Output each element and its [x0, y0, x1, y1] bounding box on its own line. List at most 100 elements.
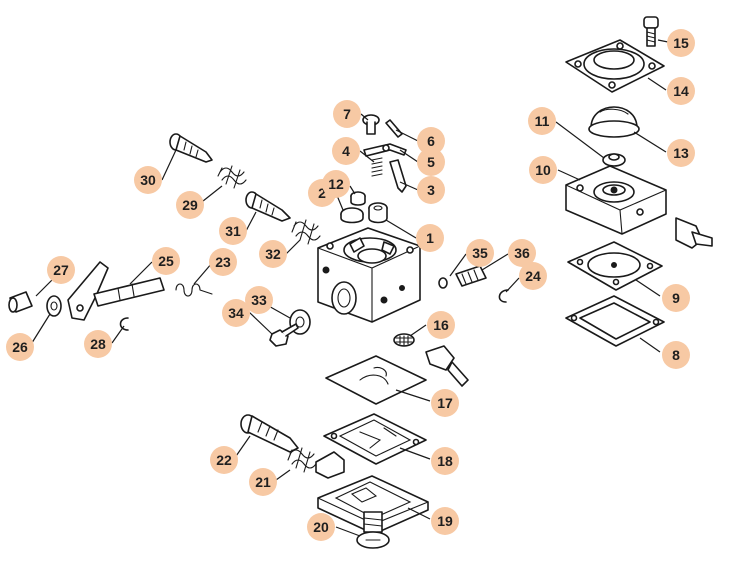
callout-label: 7: [343, 106, 351, 122]
part-13-primer-bulb: [588, 106, 640, 138]
callout-label: 9: [672, 290, 680, 306]
callout-3: 3: [417, 176, 445, 204]
callout-label: 34: [228, 305, 244, 321]
part-2-plug: [340, 207, 364, 224]
carburetor-body: [317, 227, 421, 323]
callout-34: 34: [222, 299, 250, 327]
callout-label: 4: [342, 143, 350, 159]
callout-label: 27: [53, 262, 69, 278]
callout-label: 20: [313, 519, 329, 535]
callout-label: 30: [140, 172, 156, 188]
part-1-bushing: [368, 202, 388, 224]
callout-label: 25: [158, 253, 174, 269]
callout-label: 16: [433, 317, 449, 333]
callout-label: 14: [673, 83, 689, 99]
part-26-washer: [46, 295, 62, 317]
callout-5: 5: [417, 148, 445, 176]
part-10-pump-housing: [565, 165, 713, 249]
callout-label: 1: [426, 230, 434, 246]
part-11-valve: [602, 153, 626, 167]
callout-22: 22: [210, 446, 238, 474]
callout-4: 4: [332, 137, 360, 165]
callout-label: 15: [673, 35, 689, 51]
callout-label: 32: [265, 246, 281, 262]
part-36-spring: [455, 265, 487, 287]
callout-label: 35: [472, 245, 488, 261]
callout-1: 1: [416, 224, 444, 252]
callout-6: 6: [417, 127, 445, 155]
part-12-cap: [350, 191, 366, 206]
part-34-screw: [269, 323, 299, 347]
callout-label: 12: [328, 176, 344, 192]
part-18-gasket: [323, 413, 427, 465]
callout-label: 26: [12, 339, 28, 355]
callout-label: 8: [672, 347, 680, 363]
callout-14: 14: [667, 77, 695, 105]
part-14-pump-cover: [565, 39, 665, 93]
part-24-clip: [498, 289, 509, 303]
callout-17: 17: [431, 389, 459, 417]
callout-label: 17: [437, 395, 453, 411]
part-fitting: [425, 345, 469, 387]
callout-11: 11: [528, 107, 556, 135]
part-25-throttle-lever: [67, 261, 165, 321]
callout-label: 18: [437, 453, 453, 469]
part-19-metering-cover: [315, 451, 429, 535]
callout-18: 18: [431, 447, 459, 475]
part-3-needle: [389, 159, 407, 193]
part-7-screw: [362, 114, 380, 135]
callout-24: 24: [519, 262, 547, 290]
callout-label: 29: [182, 197, 198, 213]
part-31-screw: [245, 191, 291, 222]
callout-label: 19: [437, 513, 453, 529]
callout-label: 24: [525, 268, 541, 284]
part-16-screen: [393, 333, 415, 347]
callout-26: 26: [6, 333, 34, 361]
part-35-o-ring: [438, 277, 448, 289]
callout-27: 27: [47, 256, 75, 284]
part-30-screw: [169, 133, 213, 163]
callout-15: 15: [667, 29, 695, 57]
part-9-diaphragm: [567, 241, 663, 291]
callout-35: 35: [466, 239, 494, 267]
callout-30: 30: [134, 166, 162, 194]
part-15-screw: [643, 16, 659, 47]
callout-23: 23: [209, 248, 237, 276]
part-28-clip: [119, 317, 129, 331]
callout-33: 33: [245, 286, 273, 314]
part-20-screw: [356, 511, 390, 549]
callout-31: 31: [219, 217, 247, 245]
callout-20: 20: [307, 513, 335, 541]
callout-21: 21: [249, 468, 277, 496]
callout-12: 12: [322, 170, 350, 198]
part-23-spring: [175, 283, 213, 297]
part-32-spring: [291, 219, 321, 245]
callout-label: 28: [90, 336, 106, 352]
callout-8: 8: [662, 341, 690, 369]
part-6-pin: [385, 119, 403, 138]
callout-label: 11: [535, 113, 550, 129]
part-27-pin: [8, 291, 33, 313]
callout-label: 31: [225, 223, 241, 239]
part-4-spring: [371, 157, 383, 177]
callout-36: 36: [508, 239, 536, 267]
callout-28: 28: [84, 330, 112, 358]
part-29-spring: [217, 165, 247, 189]
callout-10: 10: [529, 156, 557, 184]
part-8-gasket: [565, 295, 665, 347]
callout-label: 33: [251, 292, 267, 308]
callout-label: 36: [514, 245, 530, 261]
leader-lines: [29, 39, 669, 537]
callout-label: 2: [318, 185, 326, 201]
callout-16: 16: [427, 311, 455, 339]
callout-label: 10: [535, 162, 551, 178]
part-17-gasket: [325, 355, 427, 405]
part-5-lever: [363, 143, 407, 157]
callout-25: 25: [152, 247, 180, 275]
callout-19: 19: [431, 507, 459, 535]
callout-label: 21: [255, 474, 271, 490]
part-21-spring: [287, 447, 317, 473]
callout-label: 6: [427, 133, 435, 149]
callout-label: 13: [673, 145, 689, 161]
